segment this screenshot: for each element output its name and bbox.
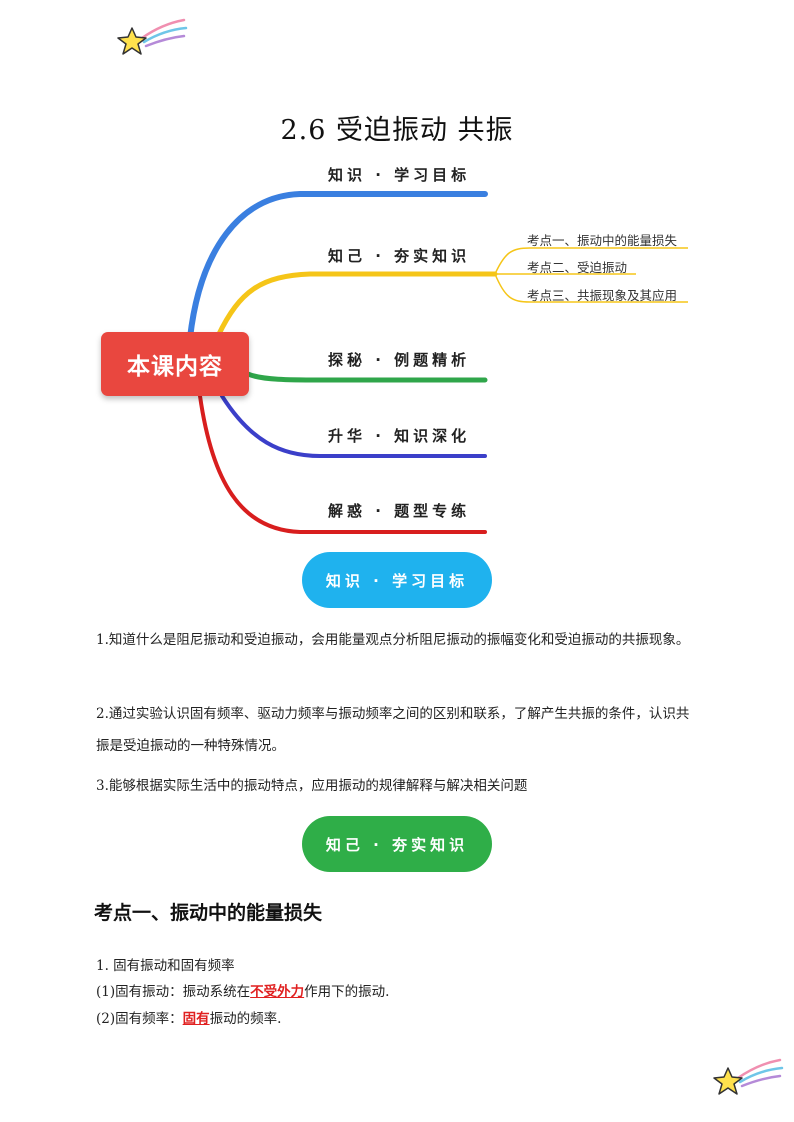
goal-item-2: 2.通过实验认识固有频率、驱动力频率与振动频率之间的区别和联系，了解产生共振的条… <box>96 706 690 754</box>
star-decoration-bottom-icon <box>713 1058 784 1095</box>
content-text: 振动的频率. <box>209 1011 282 1027</box>
branch-label-goals: 知识 · 学习目标 <box>328 166 471 184</box>
sub-label-point1: 考点一、振动中的能量损失 <box>527 233 678 248</box>
branch-label-deepen: 升华 · 知识深化 <box>328 427 471 445</box>
mindmap-branches <box>187 191 688 534</box>
content-line-1: 1. 固有振动和固有频率 <box>96 958 235 974</box>
goal-item-3: 3.能够根据实际生活中的振动特点，应用振动的规律解释与解决相关问题 <box>96 778 528 794</box>
content-line-2: (1)固有振动：振动系统在不受外力作用下的振动. <box>96 980 389 1000</box>
key-term: 不受外力 <box>250 984 305 1000</box>
branch-label-practice: 解惑 · 题型专练 <box>328 502 471 520</box>
section-pill-knowledge: 知己 · 夯实知识 <box>302 816 492 872</box>
star-decoration-top-icon <box>117 18 188 55</box>
key-term: 固有 <box>182 1011 210 1027</box>
branch-label-knowledge: 知己 · 夯实知识 <box>328 247 471 265</box>
content-line-3: (2)固有频率：固有振动的频率. <box>96 1007 281 1027</box>
content-text: (1)固有振动：振动系统在 <box>96 984 251 1000</box>
content-text: 作用下的振动. <box>304 984 390 1000</box>
section-pill-goals: 知识 · 学习目标 <box>302 552 492 608</box>
goal-item-1: 1.知道什么是阻尼振动和受迫振动，会用能量观点分析阻尼振动的振幅变化和受迫振动的… <box>96 632 690 648</box>
page-title: 2.6 受迫振动 共振 <box>280 115 514 146</box>
branch-label-examples: 探秘 · 例题精析 <box>328 351 471 369</box>
sub-label-point2: 考点二、受迫振动 <box>527 260 628 275</box>
sub-label-point3: 考点三、共振现象及其应用 <box>527 288 678 303</box>
section-heading: 考点一、振动中的能量损失 <box>94 902 323 924</box>
content-text: (2)固有频率： <box>96 1011 183 1027</box>
mindmap-center: 本课内容 <box>101 332 249 396</box>
